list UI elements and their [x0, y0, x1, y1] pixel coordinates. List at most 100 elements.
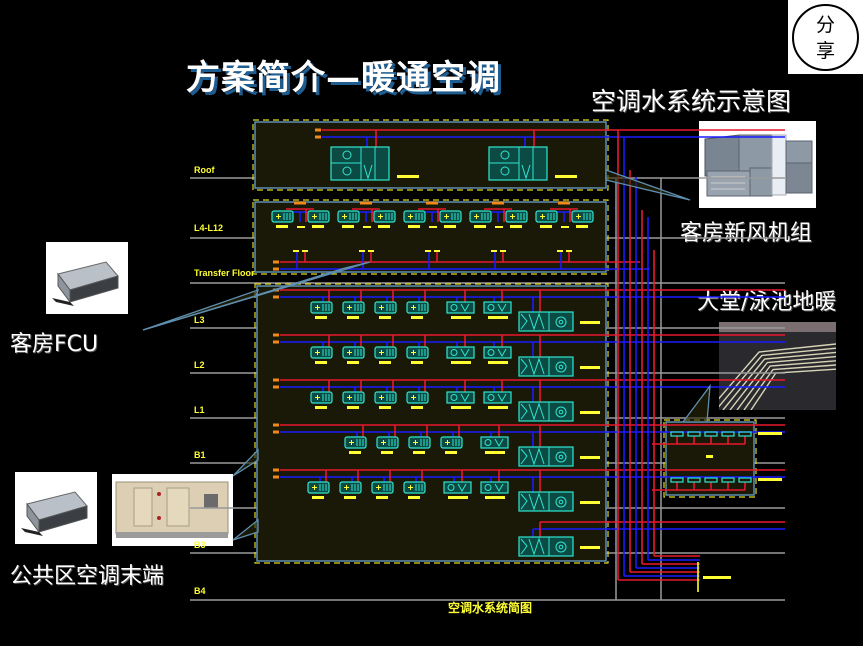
leader-guestroom-fcu-2: [142, 288, 260, 331]
public-fcu-photo: [15, 472, 97, 544]
leader-floor-heating: [681, 383, 711, 423]
floor-label-b3: B3: [194, 540, 206, 550]
fcu-tag: [379, 361, 391, 364]
large-ahu-fan: [555, 316, 567, 328]
large-ahu-fan: [555, 541, 567, 553]
floor-heating-zone-tag: [706, 455, 713, 458]
floor-label-l2: L2: [194, 360, 205, 370]
fcu-body: [307, 210, 330, 223]
floor-label-l1: L1: [194, 405, 205, 415]
zone-podium: [256, 285, 607, 562]
small-ahu-fan: [487, 394, 495, 401]
guestroom-fcu: [271, 210, 294, 228]
fcu-body: [440, 436, 463, 449]
small-ahu-tag: [488, 316, 508, 319]
podium-small-ahu: [480, 436, 509, 454]
large-ahu-fan-hub: [558, 319, 564, 325]
fcu-tag: [411, 406, 423, 409]
floor-label-l3: L3: [194, 315, 205, 325]
podium-fcu: [342, 301, 365, 319]
large-ahu-fan-hub: [558, 544, 564, 550]
large-ahu-tag: [580, 411, 600, 414]
slide-title: 方案简介—暖通空调: [186, 58, 501, 98]
fcu-tag: [576, 225, 588, 228]
share-badge[interactable]: 分 享: [788, 0, 863, 74]
riser-cap: [368, 250, 374, 252]
podium-fcu: [339, 481, 362, 499]
pipe-end-valve: [273, 260, 279, 264]
heating-pipe-loop: [722, 351, 836, 410]
podium-fcu: [440, 436, 463, 454]
podium-fcu: [371, 481, 394, 499]
floor-heating-coil: [704, 431, 718, 437]
zone-floor-heating: [665, 421, 755, 496]
floor-heating-photo: [719, 322, 836, 410]
roof-ahu-fan: [342, 150, 352, 160]
zone-floor-heating-dash: [663, 419, 757, 498]
fcu-body: [310, 346, 333, 359]
small-ahu-coil: [497, 393, 507, 403]
riser-cap: [359, 250, 365, 252]
small-ahu-coil: [497, 348, 507, 358]
pipe-end-valve: [273, 475, 279, 479]
fcu-body: [374, 301, 397, 314]
fcu-tag: [474, 225, 486, 228]
podium-large-ahu: [518, 311, 600, 332]
fcu-tag: [347, 406, 359, 409]
share-badge-circle: 分 享: [792, 4, 859, 71]
pipe-end-valve: [273, 430, 279, 434]
roof-ahu-1: [330, 146, 419, 181]
small-ahu-tag: [451, 316, 471, 319]
small-ahu-body: [483, 346, 512, 359]
floor-heating-coil: [670, 431, 684, 437]
leader-public-terminal: [232, 448, 259, 477]
pipe-end-valve: [315, 128, 321, 132]
floor-heating-tag: [758, 432, 782, 435]
floor-heating-coil: [704, 477, 718, 483]
large-ahu-filter: [520, 312, 545, 331]
roof-ahu-fan: [342, 166, 352, 176]
fcu-body: [406, 391, 429, 404]
fcu-tag: [411, 316, 423, 319]
small-ahu-body: [446, 301, 475, 314]
small-ahu-coil: [494, 438, 504, 448]
pipe-end-valve: [360, 201, 366, 205]
large-ahu-fan: [555, 406, 567, 418]
riser-cap: [566, 250, 572, 252]
fcu-body: [469, 210, 492, 223]
podium-fcu: [376, 436, 399, 454]
pipe-end-valve: [564, 201, 570, 205]
heating-pipe-loop: [743, 364, 836, 410]
podium-fcu: [408, 436, 431, 454]
floor-heating-coil: [738, 477, 752, 483]
podium-fcu: [374, 346, 397, 364]
fcu-tag: [315, 316, 327, 319]
podium-fcu: [310, 391, 333, 409]
guestroom-fcu: [505, 210, 528, 228]
callout-guestroom-fcu: 客房FCU: [10, 332, 99, 357]
fcu-body: [403, 481, 426, 494]
podium-large-ahu: [518, 491, 600, 512]
podium-fcu: [342, 391, 365, 409]
guestroom-fcu: [373, 210, 396, 228]
small-ahu-coil: [460, 393, 470, 403]
riser-cap: [293, 250, 299, 252]
riser-cap: [557, 250, 563, 252]
floor-heating-coil: [687, 431, 701, 437]
roof-ahu-fan: [500, 150, 510, 160]
small-ahu-tag: [448, 496, 468, 499]
guestroom-fcu-tag: [561, 226, 569, 228]
roof-ahu-tag: [555, 175, 577, 178]
small-ahu-coil: [460, 348, 470, 358]
fcu-tag: [312, 496, 324, 499]
small-ahu-fan: [487, 349, 495, 356]
small-ahu-tag: [451, 361, 471, 364]
pipe-end-valve: [498, 201, 504, 205]
zone-roof: [254, 121, 607, 189]
podium-small-ahu: [483, 391, 512, 409]
pipe-end-valve: [273, 385, 279, 389]
zone-roof-dash: [252, 119, 609, 191]
fcu-body: [403, 210, 426, 223]
